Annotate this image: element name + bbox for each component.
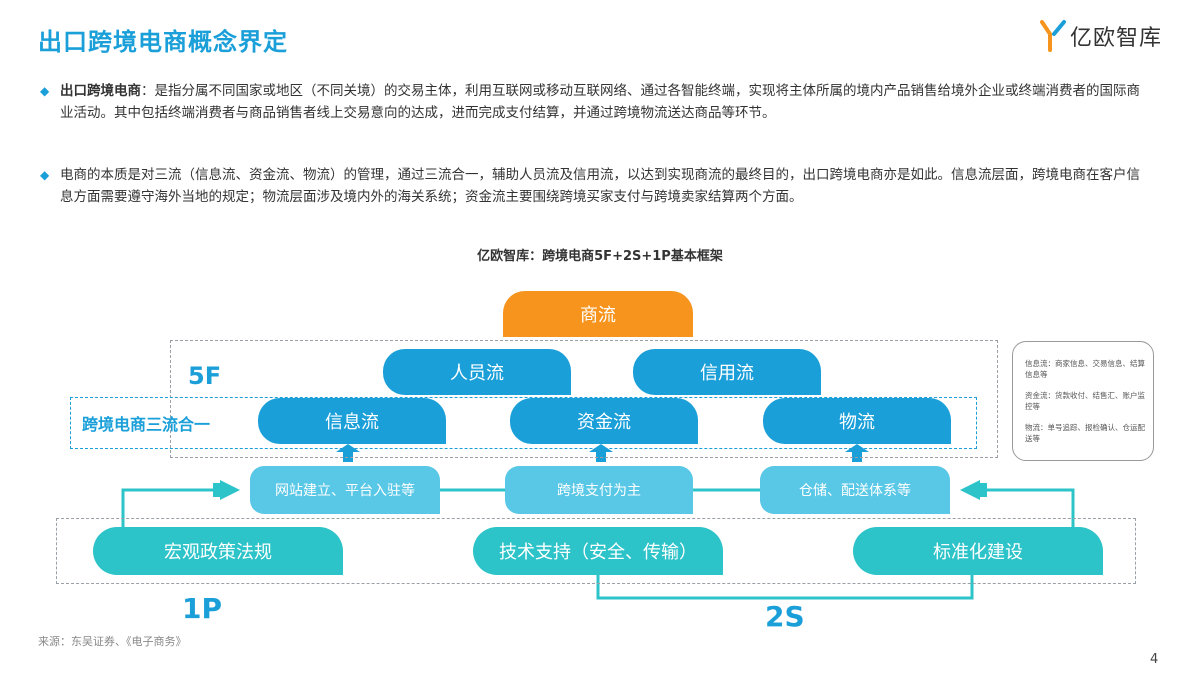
bullet-bold: 出口跨境电商 [60,83,141,99]
node-xinxiliu: 信息流 [258,398,446,444]
source-note: 来源：东吴证券、《电子商务》 [38,635,187,648]
note-wuliu: 物流：单号追踪、报检确认、仓运配送等 [1025,423,1145,443]
bullet-1: ◆ 出口跨境电商：是指分属不同国家或地区（不同关境）的交易主体，利用互联网或移动… [40,80,1150,124]
bullet-body: ：是指分属不同国家或地区（不同关境）的交易主体，利用互联网或移动互联网络、通过各… [60,83,1140,121]
diagram-title: 亿欧智库：跨境电商5F+2S+1P基本框架 [477,249,723,264]
node-shangliu: 商流 [503,291,693,337]
node-renyuanliu: 人员流 [383,349,571,395]
page-number: 4 [1150,652,1159,667]
notes-box: 信息流：商家信息、交易信息、结算信息等 资金流：货款收付、结售汇、账户监控等 物… [1012,341,1154,461]
diamond-icon: ◆ [40,168,50,182]
node-warehouse: 仓储、配送体系等 [760,466,950,514]
diamond-icon: ◆ [40,84,50,98]
sanliu-frame [70,397,977,449]
bullet-text: 电商的本质是对三流（信息流、资金流、物流）的管理，通过三流合一，辅助人员流及信用… [60,164,1150,208]
label-1p: 1P [182,592,223,625]
bullet-text: 出口跨境电商：是指分属不同国家或地区（不同关境）的交易主体，利用互联网或移动互联… [60,80,1150,124]
node-payment: 跨境支付为主 [505,466,693,514]
node-policy: 宏观政策法规 [93,527,343,575]
label-sanliu: 跨境电商三流合一 [82,415,211,434]
label-2s: 2S [765,600,805,633]
note-xinxiliu: 信息流：商家信息、交易信息、结算信息等 [1025,359,1145,379]
bottom-frame [56,518,1136,584]
node-xinyongliu: 信用流 [633,349,821,395]
note-zijinliu: 资金流：货款收付、结售汇、账户监控等 [1025,391,1145,411]
5f-frame [170,340,998,458]
node-website: 网站建立、平台入驻等 [250,466,440,514]
label-5f: 5F [188,362,222,390]
logo: 亿欧智库 [1040,18,1162,54]
node-tech: 技术支持（安全、传输） [473,527,723,575]
node-wuliu: 物流 [763,398,951,444]
yiou-logo-icon [1040,20,1066,52]
node-zijinliu: 资金流 [510,398,698,444]
node-standard: 标准化建设 [853,527,1103,575]
logo-text: 亿欧智库 [1070,26,1163,51]
bullet-body: 电商的本质是对三流（信息流、资金流、物流）的管理，通过三流合一，辅助人员流及信用… [60,167,1140,205]
bullet-2: ◆ 电商的本质是对三流（信息流、资金流、物流）的管理，通过三流合一，辅助人员流及… [40,164,1150,208]
page-title: 出口跨境电商概念界定 [38,28,288,56]
